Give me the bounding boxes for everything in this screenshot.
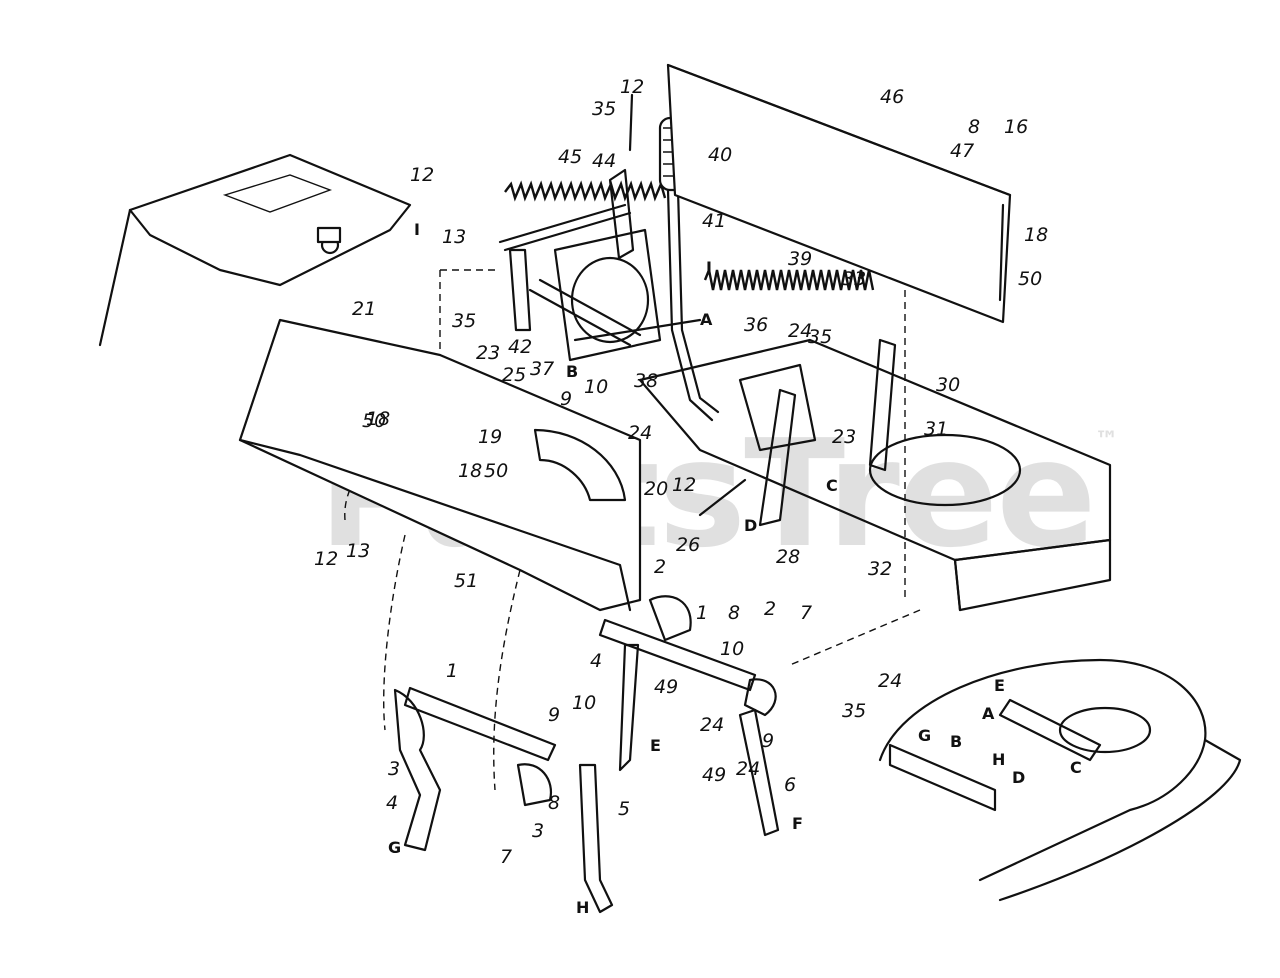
callout-9: 9: [762, 730, 775, 752]
callout-9: 9: [560, 388, 573, 410]
ref-letter: H: [576, 898, 590, 917]
callout-9: 9: [548, 704, 561, 726]
ref-letter: D: [744, 516, 758, 535]
callout-50: 50: [484, 460, 509, 482]
callout-10: 10: [572, 692, 597, 714]
callout-42: 42: [508, 336, 533, 358]
callout-32: 32: [868, 558, 893, 580]
ref-letter: C: [826, 476, 838, 495]
seat-plate-part: [98, 153, 412, 347]
callout-35: 35: [842, 700, 867, 722]
callout-3: 3: [532, 820, 545, 842]
callout-39: 39: [788, 248, 813, 270]
callout-24: 24: [788, 320, 813, 342]
callout-12: 12: [314, 548, 339, 570]
callout-13: 13: [346, 540, 371, 562]
callout-4: 4: [386, 792, 399, 814]
front-panel-part: [238, 318, 642, 612]
ref-letter: E: [650, 736, 661, 755]
callout-24: 24: [878, 670, 903, 692]
watermark-trademark: ™: [1094, 426, 1119, 454]
ref-letter: B: [950, 732, 963, 751]
callout-25: 25: [502, 364, 527, 386]
callout-12: 12: [672, 474, 697, 496]
ref-letter: D: [1012, 768, 1026, 787]
callout-49: 49: [702, 764, 727, 786]
callout-49: 49: [654, 676, 679, 698]
callout-24: 24: [700, 714, 725, 736]
callout-7: 7: [800, 602, 813, 624]
callout-36: 36: [744, 314, 769, 336]
callout-18: 18: [1024, 224, 1049, 246]
callout-35: 35: [452, 310, 477, 332]
callout-23: 23: [476, 342, 501, 364]
callout-21: 21: [352, 298, 377, 320]
ref-letter: G: [388, 838, 402, 857]
callout-31: 31: [924, 418, 949, 440]
mounting-bracket-part: [553, 228, 662, 362]
callout-37: 37: [530, 358, 555, 380]
ref-letter: A: [700, 310, 713, 329]
ref-letter: H: [992, 750, 1006, 769]
ref-letter: C: [1070, 758, 1082, 777]
callout-7: 7: [500, 846, 513, 868]
callout-6: 6: [784, 774, 797, 796]
callout-18: 18: [458, 460, 483, 482]
ref-letter: I: [706, 258, 712, 277]
callout-46: 46: [880, 86, 905, 108]
callout-24: 24: [736, 758, 761, 780]
lift-arms-part: [698, 338, 897, 527]
callout-47: 47: [950, 140, 975, 162]
callout-13: 13: [442, 226, 467, 248]
mower-deck-part: [878, 658, 1242, 902]
callout-35: 35: [592, 98, 617, 120]
callout-8: 8: [548, 792, 561, 814]
callout-28: 28: [776, 546, 801, 568]
callout-10: 10: [584, 376, 609, 398]
callout-18: 18: [366, 408, 391, 430]
callout-33: 33: [842, 268, 867, 290]
callout-50: 50: [362, 410, 387, 432]
callout-44: 44: [592, 150, 617, 172]
callout-1: 1: [696, 602, 709, 624]
callout-30: 30: [936, 374, 961, 396]
ref-letter: E: [994, 676, 1005, 695]
callout-45: 45: [558, 146, 583, 168]
callout-38: 38: [634, 370, 659, 392]
ref-letter: G: [918, 726, 932, 745]
callout-12: 12: [410, 164, 435, 186]
callout-41: 41: [702, 210, 727, 232]
spring-39-part: [703, 265, 875, 291]
callout-2: 2: [654, 556, 667, 578]
callout-20: 20: [644, 478, 669, 500]
lift-link-rear-part: [598, 595, 780, 837]
callout-40: 40: [708, 144, 733, 166]
callout-10: 10: [720, 638, 745, 660]
callout-1: 1: [446, 660, 459, 682]
callout-8: 8: [728, 602, 741, 624]
callout-5: 5: [618, 798, 631, 820]
ref-letter: I: [414, 220, 420, 239]
callout-8: 8: [968, 116, 981, 138]
callout-4: 4: [590, 650, 603, 672]
ref-letter: A: [982, 704, 995, 723]
chassis-deck-part: [638, 338, 1112, 612]
callout-35: 35: [808, 326, 833, 348]
callout-16: 16: [1004, 116, 1029, 138]
callout-12: 12: [620, 76, 645, 98]
rear-panel-part: [666, 63, 1012, 324]
callout-3: 3: [388, 758, 401, 780]
callout-23: 23: [832, 426, 857, 448]
ref-letter: B: [566, 362, 579, 381]
callout-51: 51: [454, 570, 479, 592]
callout-2: 2: [764, 598, 777, 620]
callout-24: 24: [628, 422, 653, 444]
lift-link-front-part: [393, 686, 614, 914]
ref-letter: F: [792, 814, 803, 833]
callout-50: 50: [1018, 268, 1043, 290]
callout-26: 26: [676, 534, 701, 556]
callout-19: 19: [478, 426, 503, 448]
